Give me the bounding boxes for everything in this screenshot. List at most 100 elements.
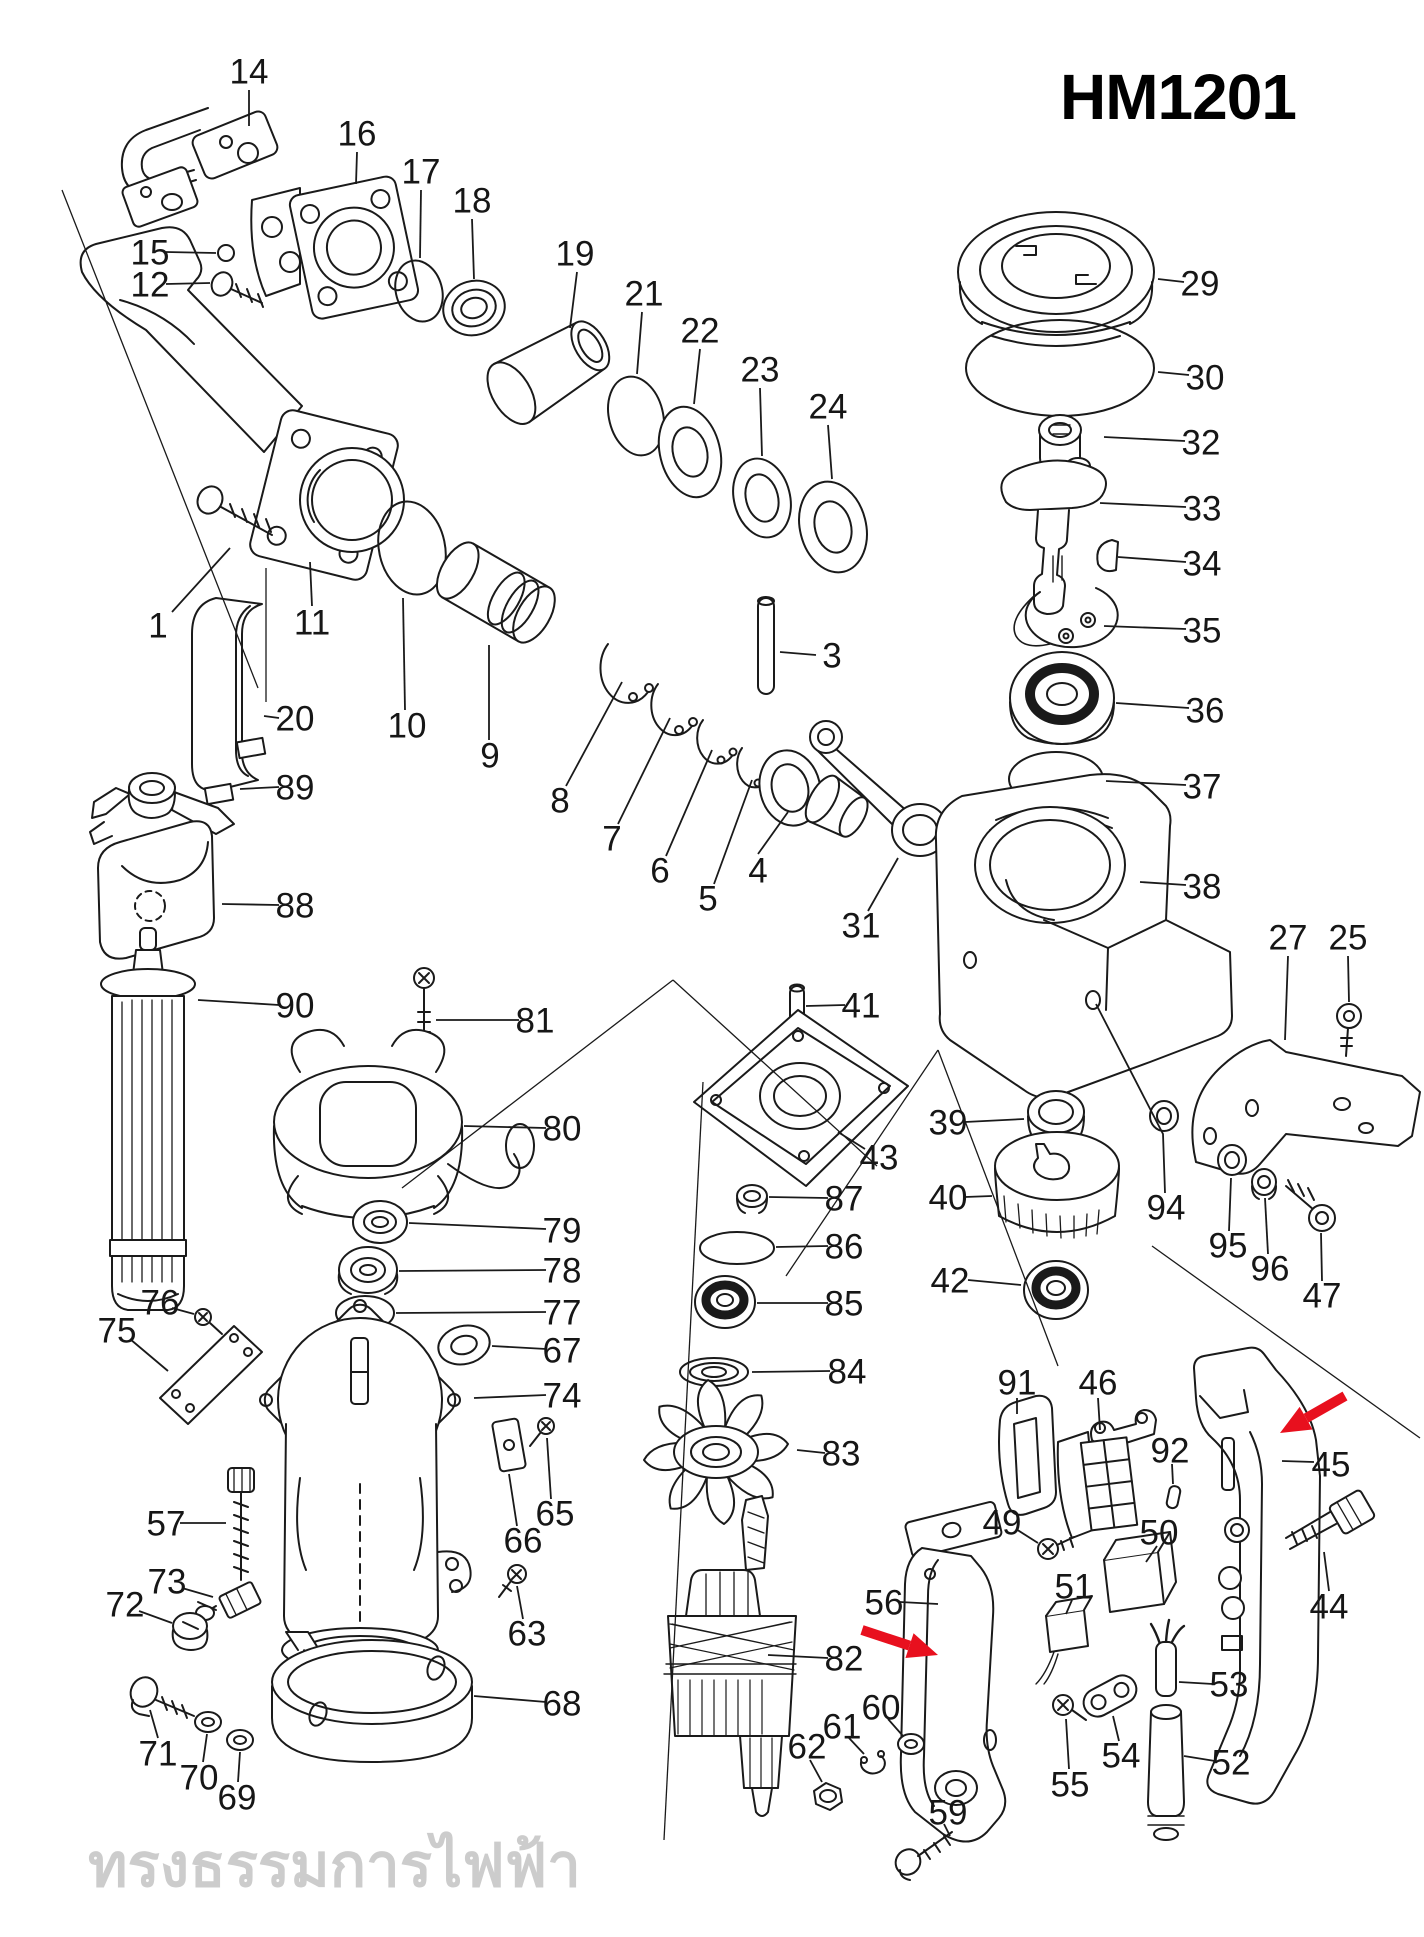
leader-line-96 — [1264, 1197, 1269, 1255]
leader-line-88 — [221, 903, 280, 906]
part-14-clamp-art — [120, 107, 279, 228]
part-43-inner-housing-art — [693, 1009, 909, 1187]
part-86-o-ring-art — [699, 1231, 775, 1265]
leader-line-82 — [767, 1654, 829, 1659]
construction-line-4 — [937, 1049, 1059, 1367]
leader-line-63 — [516, 1585, 524, 1620]
red-arrow-shaft-1 — [860, 1625, 912, 1651]
part-label-73: 73 — [148, 1562, 187, 1601]
part-label-51: 51 — [1055, 1567, 1094, 1606]
leader-line-21 — [636, 311, 643, 375]
leader-line-54 — [1112, 1715, 1120, 1742]
part-label-12: 12 — [131, 265, 170, 304]
leader-line-90 — [197, 999, 280, 1006]
part-label-96: 96 — [1251, 1249, 1290, 1288]
part-8-ring-art — [599, 643, 654, 704]
part-76-screw-art — [194, 1308, 223, 1335]
red-arrow-shaft-0 — [1303, 1391, 1348, 1423]
leader-line-25 — [1347, 955, 1350, 1003]
leader-line-29 — [1157, 278, 1185, 283]
leader-line-46 — [1097, 1397, 1101, 1431]
leader-line-61 — [848, 1737, 865, 1755]
part-label-9: 9 — [480, 736, 499, 775]
leader-line-10 — [402, 597, 406, 711]
leader-line-70 — [202, 1733, 208, 1763]
leader-line-7 — [617, 717, 671, 825]
part-label-81: 81 — [516, 1001, 555, 1040]
part-83-fan-art — [643, 1379, 789, 1525]
leader-line-94 — [1095, 1003, 1166, 1194]
leader-line-37 — [1105, 780, 1187, 786]
part-92-pin-art — [1165, 1485, 1182, 1510]
part-label-3: 3 — [822, 636, 841, 675]
part-11-housing-art — [79, 226, 405, 581]
part-21-o-ring-art — [607, 375, 665, 457]
leader-line-80 — [463, 1125, 547, 1129]
leader-line-41 — [805, 1004, 846, 1007]
leader-line-76 — [171, 1307, 195, 1315]
part-label-78: 78 — [543, 1251, 582, 1290]
leader-line-50 — [1145, 1545, 1158, 1563]
part-label-43: 43 — [860, 1138, 899, 1177]
part-label-6: 6 — [650, 851, 669, 890]
part-label-35: 35 — [1183, 611, 1222, 650]
part-label-22: 22 — [681, 311, 720, 350]
leader-line-35 — [1103, 625, 1187, 630]
part-24-ring-art — [798, 480, 868, 574]
part-72-brush-cap-art — [171, 1612, 209, 1651]
part-67-seal-art — [437, 1324, 491, 1366]
part-91-grommet-art — [998, 1394, 1057, 1516]
leader-line-79 — [408, 1222, 547, 1230]
part-35-snap-ring-art — [1013, 587, 1119, 649]
leader-line-5 — [713, 779, 753, 885]
leader-line-42 — [967, 1279, 1022, 1286]
leader-line-65 — [546, 1437, 552, 1500]
part-23-ring-art — [732, 457, 792, 539]
part-label-63: 63 — [508, 1614, 547, 1653]
leader-line-32 — [1103, 436, 1186, 442]
part-38-crank-housing-art — [934, 773, 1233, 1099]
leader-line-20 — [263, 715, 280, 719]
construction-line-7 — [1151, 1245, 1421, 1439]
leader-line-60 — [887, 1718, 904, 1737]
part-15-ball-art — [217, 244, 235, 262]
construction-lines — [61, 189, 1421, 1841]
part-label-10: 10 — [388, 706, 427, 745]
part-label-47: 47 — [1303, 1276, 1342, 1315]
leader-line-56 — [899, 1601, 939, 1605]
leader-line-11 — [309, 561, 313, 607]
leader-line-49 — [1015, 1528, 1039, 1544]
part-label-50: 50 — [1140, 1513, 1179, 1552]
part-label-67: 67 — [543, 1331, 582, 1370]
part-label-75: 75 — [98, 1311, 137, 1350]
part-65-screw-art — [529, 1417, 555, 1447]
part-label-30: 30 — [1186, 358, 1225, 397]
part-label-56: 56 — [865, 1583, 904, 1622]
part-labels-layer: 1345678910111214151617181920212223242527… — [98, 52, 1367, 1837]
part-47-bolt-art — [1285, 1179, 1336, 1232]
part-label-77: 77 — [543, 1293, 582, 1332]
leader-line-34 — [1117, 556, 1187, 563]
construction-line-3 — [785, 1049, 939, 1277]
leader-line-12 — [165, 282, 211, 285]
leader-line-53 — [1178, 1681, 1214, 1685]
leader-line-33 — [1099, 502, 1187, 508]
part-63-screw-art — [498, 1564, 527, 1598]
part-56-handle-front-art — [899, 1501, 1007, 1843]
part-label-31: 31 — [842, 906, 881, 945]
part-49-screw-art — [1037, 1536, 1075, 1560]
part-label-39: 39 — [929, 1103, 968, 1142]
part-label-90: 90 — [276, 986, 315, 1025]
part-69-washer-art — [226, 1729, 254, 1751]
part-20-hook-art — [191, 597, 267, 806]
part-44-bolt-art — [1285, 1489, 1376, 1550]
model-title: HM1201 — [1060, 61, 1297, 133]
leader-line-55 — [1065, 1718, 1070, 1770]
part-label-52: 52 — [1212, 1743, 1251, 1782]
part-18-seal-art — [442, 279, 506, 337]
highlight-arrows-layer — [860, 1391, 1348, 1658]
part-label-45: 45 — [1312, 1445, 1351, 1484]
part-label-27: 27 — [1269, 918, 1308, 957]
